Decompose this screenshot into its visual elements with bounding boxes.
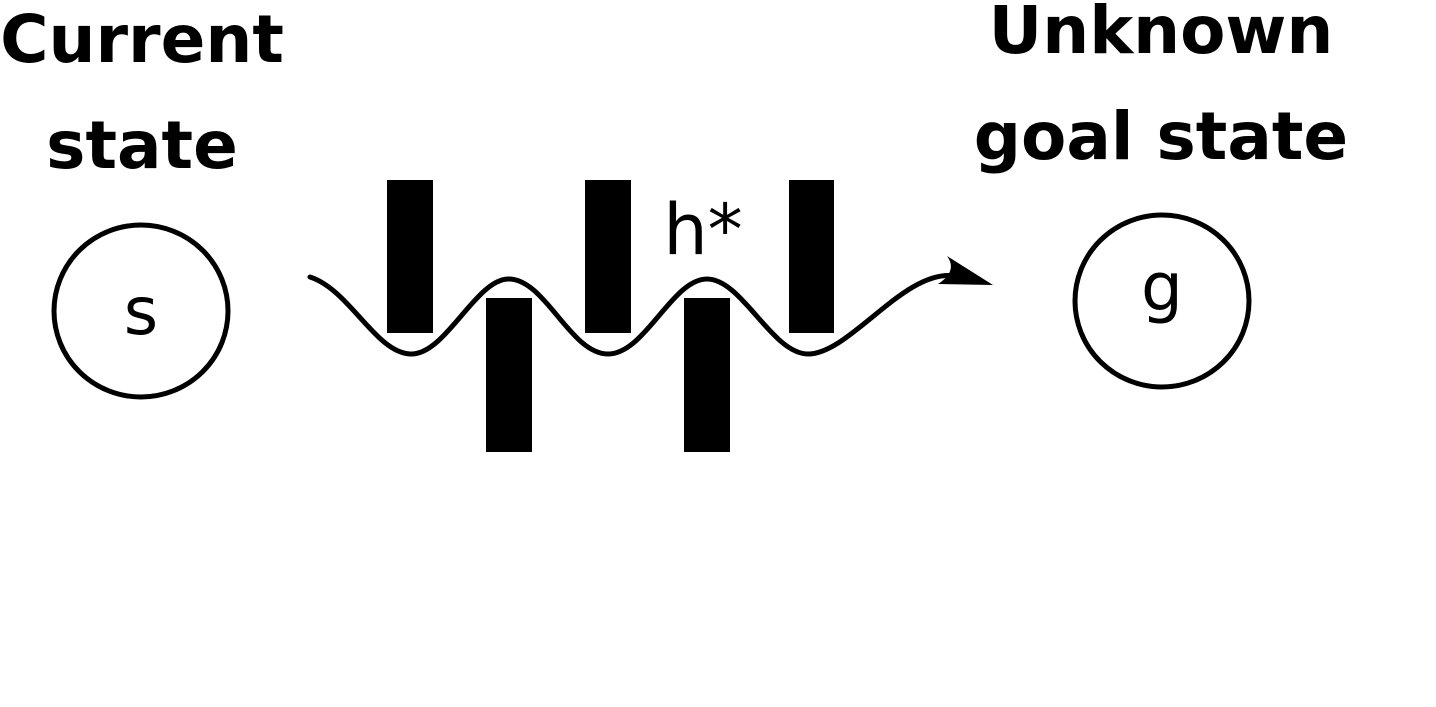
current-state-node-label: s	[124, 273, 158, 350]
obstacle-top-3	[789, 180, 834, 333]
obstacle-top-2	[585, 180, 631, 333]
obstacle-bottom-1	[486, 298, 532, 452]
current-state-title: Current state	[0, 1, 284, 184]
heuristic-label: h*	[663, 189, 742, 271]
goal-state-node	[1072, 212, 1252, 390]
obstacle-bottom-2	[684, 298, 730, 452]
goal-state-node-label: g	[1141, 249, 1183, 326]
current-state-node	[51, 222, 231, 400]
goal-state-title: Unknown goal state	[973, 0, 1349, 175]
search-path	[307, 273, 958, 357]
path-arrowhead	[938, 256, 993, 285]
obstacle-top-1	[387, 180, 433, 333]
